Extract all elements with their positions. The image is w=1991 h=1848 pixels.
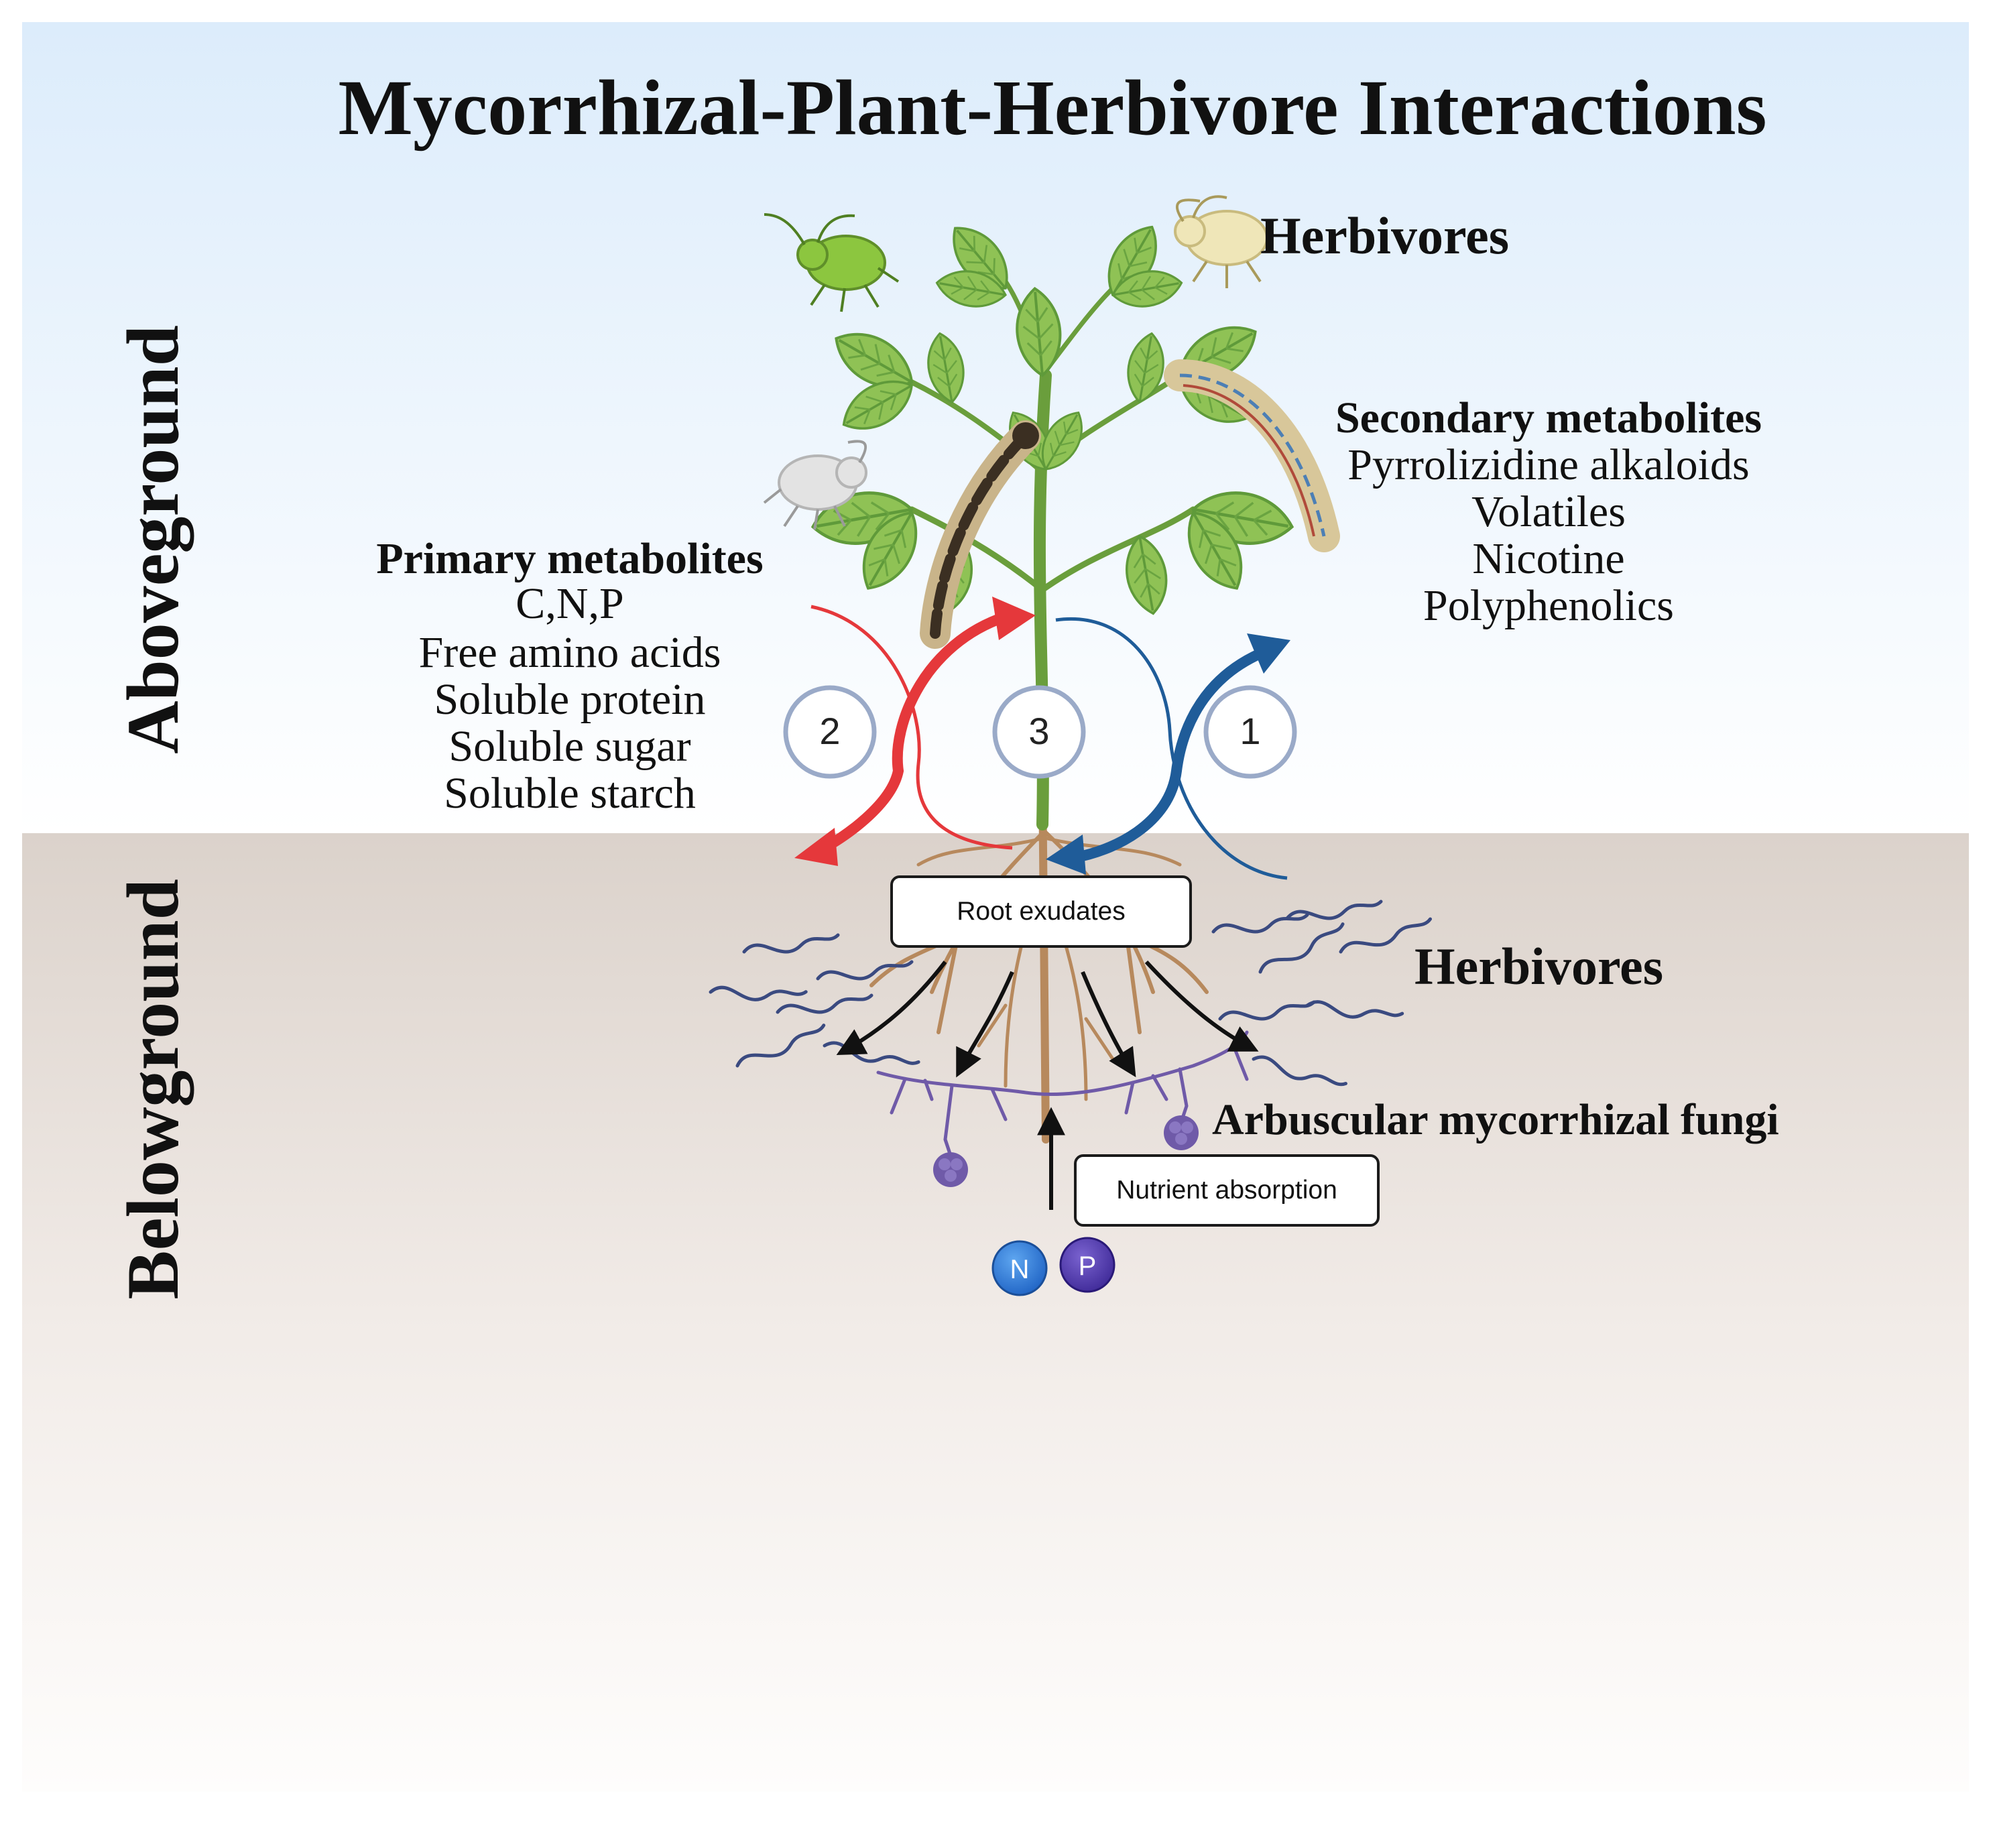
aphid-yellow: [1174, 195, 1268, 288]
fungal-spore: [933, 1152, 968, 1187]
diagram-title: Mycorrhizal-Plant-Herbivore Interactions: [338, 64, 1766, 151]
pathway-3-badge: 3: [992, 685, 1086, 779]
primary-metabolites-list: Primary metabolites C,N,P Free amino aci…: [376, 534, 763, 818]
caterpillar-right: [1164, 359, 1340, 552]
fungal-spore: [1164, 1115, 1199, 1150]
pathway-2-thick-arc: [815, 611, 1008, 857]
secondary-metabolite-item: Polyphenolics: [1423, 581, 1674, 630]
primary-metabolite-item: Soluble sugar: [448, 722, 690, 771]
secondary-metabolite-item: Pyrrolizidine alkaloids: [1347, 440, 1749, 489]
caterpillar-left: [920, 420, 1041, 649]
phosphorus-ion: P: [1059, 1237, 1115, 1293]
herbivores-above-label: Herbivores: [1260, 206, 1509, 265]
pathway-1-thick-arc: [1071, 648, 1263, 863]
secondary-metabolites-list: Secondary metabolites Pyrrolizidine alka…: [1335, 393, 1762, 630]
belowground-zone: [22, 833, 1969, 1792]
herbivores-below-label: Herbivores: [1414, 937, 1663, 995]
pathway-1-thin-arc: [1055, 617, 1288, 880]
secondary-metabolites-heading: Secondary metabolites: [1335, 393, 1762, 442]
svg-text:N: N: [1010, 1255, 1030, 1284]
aphid-green: [764, 213, 900, 312]
pathway-3-arrowhead: [992, 597, 1036, 640]
pathway-2-thin-arc: [810, 605, 1013, 850]
pathway-1-badge: 1: [1203, 685, 1297, 779]
exudate-arrows: [836, 960, 1259, 1078]
aboveground-zone: [22, 22, 1969, 833]
pathway-1-arrowhead-down: [1046, 835, 1086, 875]
nitrogen-ion: N: [991, 1240, 1048, 1296]
primary-metabolites-heading: Primary metabolites: [376, 534, 763, 583]
secondary-metabolite-item: Volatiles: [1471, 487, 1626, 536]
belowground-label: Belowground: [112, 879, 194, 1300]
aphid-gray: [763, 440, 867, 530]
primary-metabolite-item: Soluble protein: [434, 675, 705, 724]
primary-metabolite-item: Free amino acids: [419, 628, 721, 677]
nutrient-absorption-box: Nutrient absorption: [1074, 1154, 1380, 1227]
pathway-1-arrowhead-up: [1247, 633, 1290, 674]
primary-metabolite-item: C,N,P: [516, 579, 623, 628]
svg-text:2: 2: [819, 710, 840, 752]
svg-text:3: 3: [1028, 710, 1049, 752]
root-exudates-box: Root exudates: [890, 875, 1192, 948]
pathway-2-arrowhead: [794, 828, 838, 866]
primary-metabolite-item: Soluble starch: [444, 769, 696, 818]
arbuscular-fungi-label: Arbuscular mycorrhizal fungi: [1212, 1095, 1779, 1144]
pathway-2-badge: 2: [783, 685, 877, 779]
svg-text:P: P: [1079, 1251, 1097, 1281]
secondary-metabolite-item: Nicotine: [1472, 534, 1624, 583]
aboveground-label: Aboveground: [112, 325, 194, 754]
svg-text:1: 1: [1240, 710, 1260, 752]
